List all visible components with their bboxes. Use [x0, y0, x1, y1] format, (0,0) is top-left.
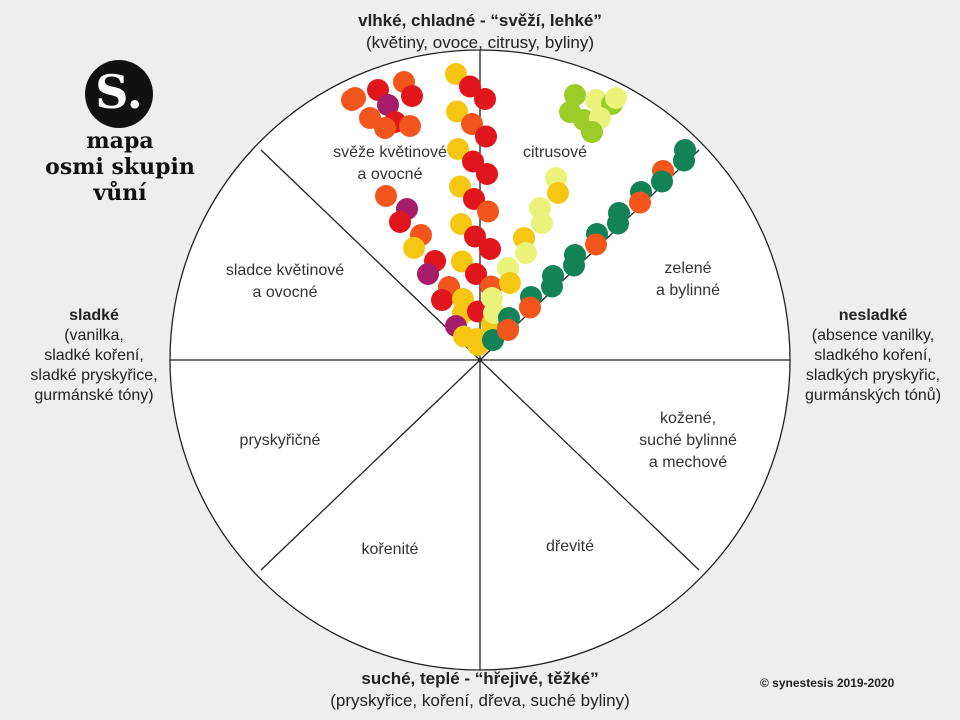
- left-axis-line: gurmánské tóny): [34, 387, 154, 404]
- scent-dot: [375, 185, 397, 207]
- segment-label-line: dřevité: [545, 538, 595, 555]
- segment-woody-label: dřevité: [510, 536, 630, 558]
- scent-dot: [515, 242, 537, 264]
- synestesis-logo: S.: [85, 60, 153, 128]
- scent-dot: [452, 288, 474, 310]
- copyright: © synestesis 2019-2020: [760, 676, 895, 690]
- map-title-line3: vůní: [93, 180, 147, 206]
- top-axis-label: vlhké, chladné - “svěží, lehké” (květiny…: [230, 10, 730, 54]
- scent-dot: [403, 237, 425, 259]
- map-title: mapa osmi skupin vůní: [20, 128, 220, 206]
- scent-dot: [563, 254, 585, 277]
- scent-dot: [462, 150, 484, 173]
- left-axis-line: (vanilka,: [64, 327, 124, 344]
- scent-dot: [559, 101, 581, 123]
- segment-label-line: suché bylinné: [639, 432, 737, 449]
- scent-dot: [450, 213, 472, 235]
- segment-label-line: a mechové: [648, 454, 728, 471]
- segment-label-line: zelené: [664, 260, 712, 277]
- scent-dot: [445, 63, 467, 85]
- scent-dot: [479, 238, 501, 260]
- scent-dot: [417, 263, 439, 285]
- scent-dot: [475, 125, 497, 148]
- scent-dot: [399, 115, 421, 137]
- scent-dot: [474, 88, 496, 110]
- scent-dot: [673, 149, 695, 172]
- bottom-axis-subtitle: (pryskyřice, koření, dřeva, suché byliny…: [330, 691, 630, 710]
- segment-label-line: a ovocné: [252, 284, 318, 301]
- scent-dot: [374, 117, 396, 139]
- scent-dot: [459, 75, 481, 98]
- segment-leather-label: kožené, suché bylinné a mechové: [608, 408, 768, 474]
- bottom-axis-label: suché, teplé - “hřejivé, těžké” (pryskyř…: [230, 668, 730, 712]
- segment-spicy-label: kořenité: [330, 539, 450, 561]
- scent-dot: [447, 138, 469, 160]
- scent-dot: [464, 225, 486, 248]
- scent-dot: [531, 212, 553, 234]
- scent-dot: [465, 263, 487, 285]
- segment-sweet-floral-label: sladce květinové a ovocné: [200, 260, 370, 304]
- top-axis-title: vlhké, chladné - “svěží, lehké”: [358, 11, 602, 30]
- segment-label-line: a bylinné: [655, 282, 721, 299]
- scent-dot: [605, 87, 627, 109]
- scent-dot: [401, 85, 423, 107]
- segment-label-line: kožené,: [659, 410, 717, 427]
- scent-dot: [585, 233, 607, 256]
- left-axis-line: sladké pryskyřice,: [30, 367, 158, 384]
- scent-dot: [463, 188, 485, 210]
- scent-dot: [461, 113, 483, 135]
- right-axis-line: sladkého koření,: [814, 347, 932, 364]
- map-title-line1: mapa: [86, 128, 154, 154]
- scent-dot: [499, 272, 521, 294]
- right-axis-line: (absence vanilky,: [811, 327, 935, 344]
- right-axis-line: sladkých pryskyřic,: [805, 367, 941, 384]
- top-axis-subtitle: (květiny, ovoce, citrusy, byliny): [366, 33, 594, 52]
- scent-dot: [477, 200, 499, 223]
- scent-dot-trails: [341, 63, 696, 356]
- right-axis-title: nesladké: [838, 307, 908, 324]
- segment-label-line: citrusové: [522, 144, 588, 161]
- segment-label-line: svěže květinové: [333, 144, 447, 161]
- scent-dot: [564, 84, 586, 106]
- bottom-axis-title: suché, teplé - “hřejivé, těžké”: [361, 669, 599, 688]
- scent-dot: [389, 211, 411, 233]
- segment-green-label: zelené a bylinné: [618, 258, 758, 302]
- scent-dot: [341, 89, 363, 111]
- scent-dot: [651, 170, 673, 193]
- segment-citrus-label: citrusové: [510, 142, 600, 164]
- scent-dot: [377, 94, 399, 116]
- right-axis-label: nesladké (absence vanilky, sladkého koře…: [788, 306, 958, 406]
- scent-dot: [449, 175, 471, 198]
- scent-dot: [476, 163, 498, 185]
- logo-letter: S.: [95, 65, 143, 119]
- scent-dot: [497, 319, 519, 341]
- left-axis-line: sladké koření,: [44, 347, 144, 364]
- segment-label-line: sladce květinové: [225, 262, 345, 279]
- scent-dot: [446, 100, 468, 123]
- scent-dot: [467, 300, 489, 323]
- scent-dot: [607, 212, 629, 235]
- scent-dot: [431, 289, 453, 311]
- segment-label-line: a ovocné: [357, 166, 423, 183]
- left-axis-title: sladké: [69, 307, 119, 324]
- scent-dot: [547, 182, 569, 204]
- scent-dot: [451, 250, 473, 273]
- right-axis-line: gurmánských tónů): [804, 387, 942, 404]
- segment-resinous-label: pryskyřičné: [215, 430, 345, 452]
- scent-dot: [629, 191, 651, 214]
- segment-fresh-floral-label: svěže květinové a ovocné: [305, 142, 475, 186]
- scent-dot: [541, 275, 563, 298]
- scent-dot: [519, 296, 541, 319]
- segment-label-line: kořenité: [361, 541, 419, 558]
- segment-label-line: pryskyřičné: [239, 432, 321, 449]
- map-title-line2: osmi skupin: [45, 154, 195, 180]
- scent-dot: [581, 121, 603, 143]
- left-axis-label: sladké (vanilka, sladké koření, sladké p…: [8, 306, 180, 406]
